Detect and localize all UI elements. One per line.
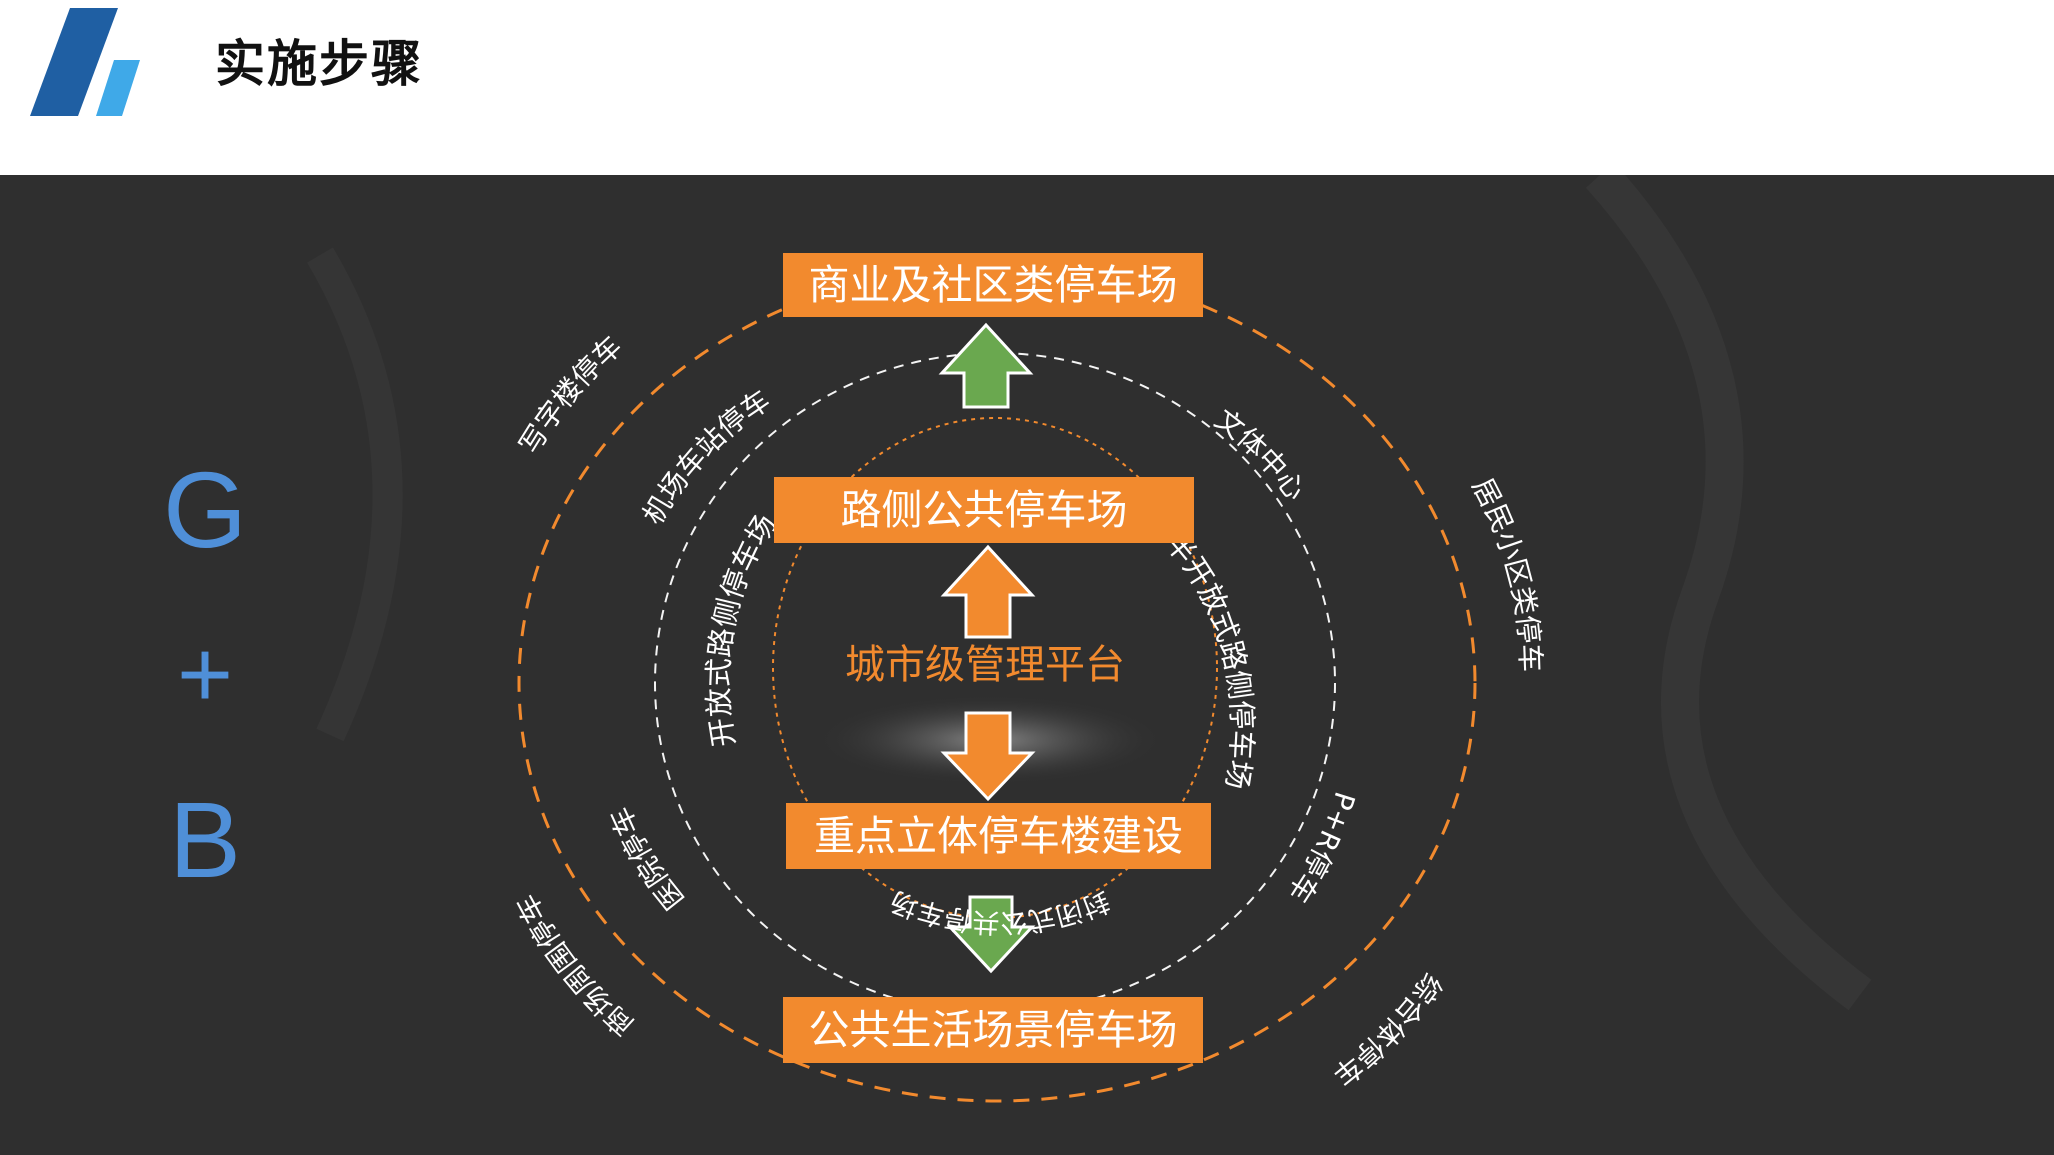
page-title: 实施步骤 (215, 35, 423, 93)
side-letter-plus: + (176, 621, 234, 728)
ring-label-open-roadside: 开放式路侧停车场 (701, 508, 783, 749)
logo-icon (30, 8, 140, 116)
ring-label-culture-sports: 文体中心 (1209, 403, 1313, 507)
center-platform-label: 城市级管理平台 (845, 642, 1125, 688)
down-arrow-icon (946, 895, 1036, 974)
ring-label-complex: 综合体停车 (1327, 967, 1449, 1092)
ring-label-hospital: 医院停车 (603, 802, 691, 916)
ring-label-park-and-ride: P+R停车 (1281, 788, 1361, 908)
ring-label-shopping-mall: 商场周围停车 (510, 888, 641, 1042)
box-roadside-public-parking: 路侧公共停车场 (774, 477, 1194, 543)
box-public-life-scene-parking: 公共生活场景停车场 (783, 997, 1203, 1063)
box-multistorey-parking-construction: 重点立体停车楼建设 (786, 803, 1211, 869)
box-commercial-community-parking: 商业及社区类停车场 (783, 253, 1203, 317)
side-letter-g: G (162, 449, 247, 570)
side-letter-b: B (168, 779, 242, 900)
up-arrow-icon (938, 322, 1034, 409)
diagram-panel: 开放式路侧停车场 半开放式路侧停车场 封闭式公共停车场 机场车站停车 文体中心 … (0, 175, 2054, 1155)
ring-label-residential: 居民小区类停车 (1466, 473, 1547, 673)
up-arrow-icon (940, 544, 1036, 639)
down-arrow-icon (940, 711, 1036, 802)
ring-diagram: 开放式路侧停车场 半开放式路侧停车场 封闭式公共停车场 机场车站停车 文体中心 … (307, 175, 1872, 1103)
header-bar: 实施步骤 (0, 0, 2054, 175)
ring-label-semi-open-roadside: 半开放式路侧停车场 (1158, 526, 1259, 792)
ring-label-office: 写字楼停车 (513, 330, 629, 460)
ring-label-airport-station: 机场车站停车 (636, 383, 776, 530)
